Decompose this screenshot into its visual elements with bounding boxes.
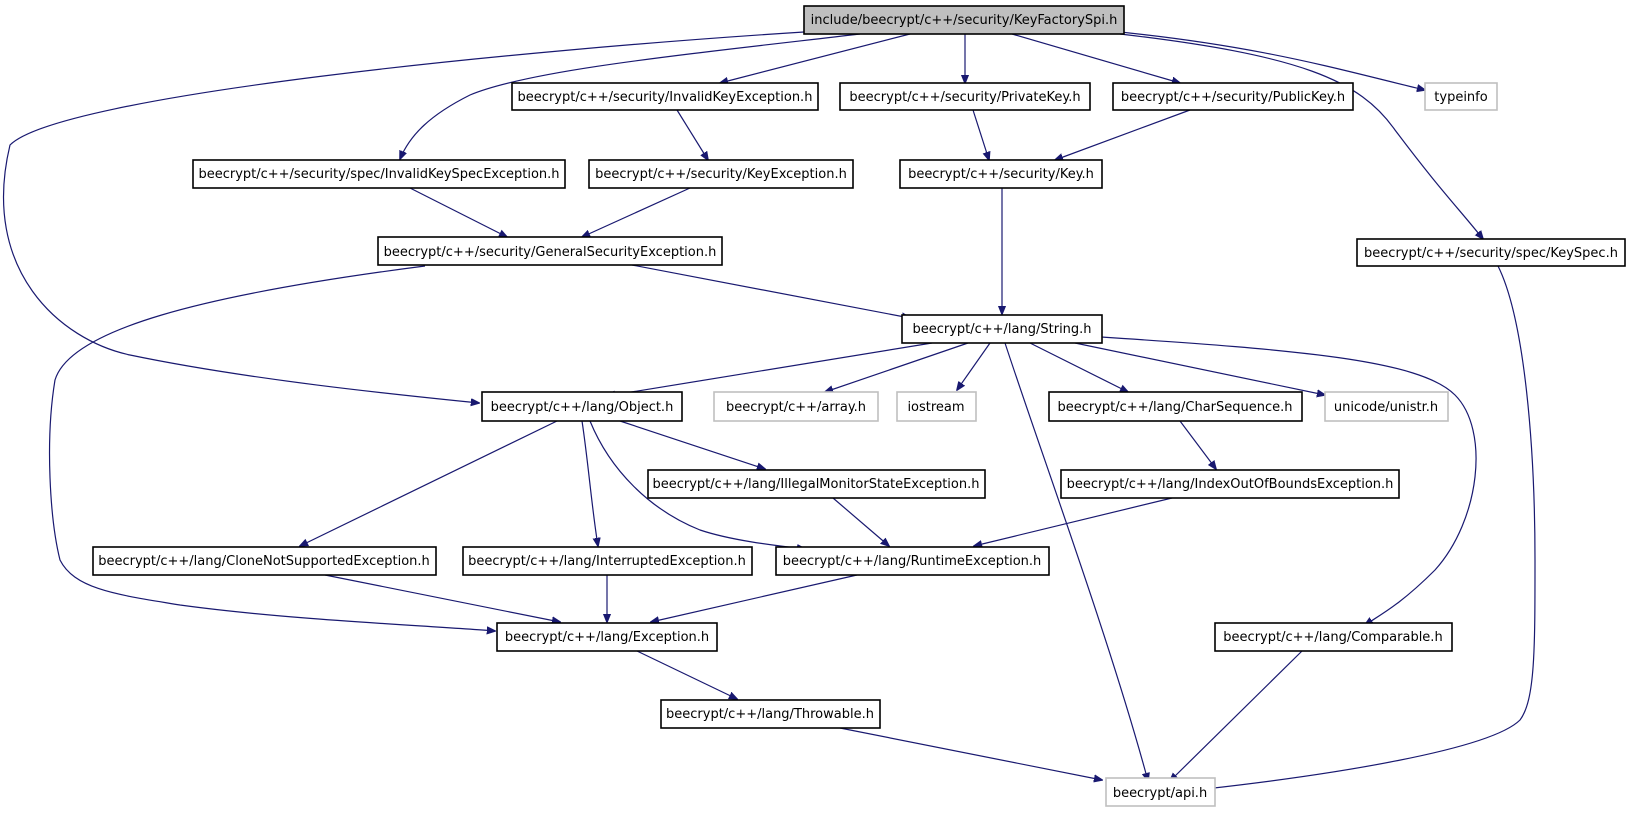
edge-object-to-illegalmonitorstateexception [619, 420, 765, 469]
node-array[interactable]: beecrypt/c++/array.h [713, 391, 879, 422]
node-label: beecrypt/c++/lang/String.h [912, 322, 1091, 337]
edge-keyfactoryspi-to-publickey [1011, 33, 1180, 83]
node-label: beecrypt/c++/security/spec/KeySpec.h [1364, 246, 1618, 261]
edge-object-to-runtimeexception [589, 420, 805, 549]
edge-clonenotsupportedexception-to-exception [324, 574, 560, 622]
node-label: beecrypt/c++/lang/Throwable.h [666, 707, 874, 722]
dependency-edges [3, 29, 1536, 789]
edge-generalsecurityexception-to-exception [48, 265, 495, 631]
edge-charsequence-to-indexoutofboundsexception [1179, 420, 1216, 469]
node-exception[interactable]: beecrypt/c++/lang/Exception.h [496, 622, 718, 652]
node-label: beecrypt/c++/array.h [726, 400, 866, 415]
edge-comparable-to-api [1170, 650, 1303, 781]
node-generalsecurityexception[interactable]: beecrypt/c++/security/GeneralSecurityExc… [377, 236, 723, 266]
edge-string-to-iostream [957, 342, 991, 390]
node-iostream[interactable]: iostream [896, 391, 977, 422]
node-throwable[interactable]: beecrypt/c++/lang/Throwable.h [660, 699, 881, 729]
node-runtimeexception[interactable]: beecrypt/c++/lang/RuntimeException.h [775, 546, 1050, 576]
edge-string-to-unistr [1074, 342, 1325, 395]
node-comparable[interactable]: beecrypt/c++/lang/Comparable.h [1214, 622, 1453, 652]
node-label: unicode/unistr.h [1334, 400, 1438, 415]
node-illegalmonitorstateexception[interactable]: beecrypt/c++/lang/IllegalMonitorStateExc… [647, 469, 986, 499]
node-label: beecrypt/c++/lang/IllegalMonitorStateExc… [653, 477, 980, 492]
node-label: beecrypt/c++/lang/CloneNotSupportedExcep… [98, 554, 430, 569]
edge-illegalmonitorstateexception-to-runtimeexception [832, 497, 889, 546]
dependency-nodes: include/beecrypt/c++/security/KeyFactory… [92, 5, 1626, 807]
node-label: beecrypt/c++/security/spec/InvalidKeySpe… [198, 167, 559, 182]
node-clonenotsupportedexception[interactable]: beecrypt/c++/lang/CloneNotSupportedExcep… [92, 546, 437, 576]
node-label: typeinfo [1434, 90, 1487, 105]
edge-publickey-to-key [1055, 109, 1191, 160]
edge-indexoutofboundsexception-to-runtimeexception [974, 497, 1173, 546]
node-label: beecrypt/c++/security/PublicKey.h [1121, 90, 1345, 105]
edge-exception-to-throwable [636, 650, 737, 699]
edge-string-to-array [825, 342, 969, 392]
node-label: beecrypt/c++/lang/IndexOutOfBoundsExcept… [1067, 477, 1394, 492]
node-label: beecrypt/c++/lang/InterruptedException.h [468, 554, 746, 569]
node-indexoutofboundsexception[interactable]: beecrypt/c++/lang/IndexOutOfBoundsExcept… [1060, 469, 1400, 499]
node-label: iostream [907, 400, 964, 415]
edge-keyexception-to-generalsecurityexception [582, 187, 691, 237]
node-string[interactable]: beecrypt/c++/lang/String.h [901, 314, 1103, 344]
edge-throwable-to-api [839, 727, 1102, 780]
edge-object-to-interruptedexception [581, 420, 598, 546]
edge-keyspec-to-api [1205, 265, 1536, 789]
node-key[interactable]: beecrypt/c++/security/Key.h [899, 159, 1103, 189]
edge-string-to-object [607, 342, 933, 396]
node-object[interactable]: beecrypt/c++/lang/Object.h [481, 391, 683, 422]
node-invalidkeyspecexception[interactable]: beecrypt/c++/security/spec/InvalidKeySpe… [192, 159, 566, 189]
node-label: beecrypt/c++/lang/RuntimeException.h [783, 554, 1042, 569]
edge-keyfactoryspi-to-invalidkeyexception [720, 33, 911, 83]
node-privatekey[interactable]: beecrypt/c++/security/PrivateKey.h [839, 82, 1091, 111]
node-label: beecrypt/c++/lang/CharSequence.h [1057, 400, 1292, 415]
node-typeinfo[interactable]: typeinfo [1424, 82, 1498, 111]
node-label: beecrypt/c++/lang/Exception.h [505, 630, 709, 645]
node-label: beecrypt/c++/security/KeyException.h [595, 167, 847, 182]
edge-invalidkeyexception-to-keyexception [676, 109, 708, 160]
edge-string-to-comparable [1100, 336, 1477, 625]
edge-keyfactoryspi-to-invalidkeyspecexception [400, 33, 861, 159]
node-unistr[interactable]: unicode/unistr.h [1324, 391, 1449, 422]
node-api[interactable]: beecrypt/api.h [1105, 777, 1216, 807]
node-keyexception[interactable]: beecrypt/c++/security/KeyException.h [588, 159, 854, 189]
edge-runtimeexception-to-exception [651, 574, 858, 622]
edge-keyfactoryspi-to-keyspec [1119, 33, 1483, 239]
node-keyspec[interactable]: beecrypt/c++/security/spec/KeySpec.h [1356, 238, 1626, 267]
edge-generalsecurityexception-to-string [631, 264, 910, 318]
node-label: include/beecrypt/c++/security/KeyFactory… [811, 13, 1118, 28]
node-charsequence[interactable]: beecrypt/c++/lang/CharSequence.h [1048, 391, 1303, 422]
node-label: beecrypt/c++/security/Key.h [908, 167, 1094, 182]
node-label: beecrypt/c++/lang/Object.h [491, 400, 674, 415]
node-label: beecrypt/c++/security/InvalidKeyExceptio… [518, 90, 813, 105]
node-label: beecrypt/c++/security/PrivateKey.h [849, 90, 1080, 105]
edge-object-to-clonenotsupportedexception [300, 420, 558, 546]
node-label: beecrypt/c++/lang/Comparable.h [1223, 630, 1442, 645]
edge-string-to-charsequence [1029, 342, 1128, 392]
edge-keyfactoryspi-to-typeinfo [1099, 29, 1425, 90]
edge-keyfactoryspi-to-object [3, 31, 805, 403]
edge-invalidkeyspecexception-to-generalsecurityexception [409, 187, 507, 237]
node-label: beecrypt/c++/security/GeneralSecurityExc… [384, 245, 717, 260]
node-label: beecrypt/api.h [1113, 786, 1207, 801]
node-publickey[interactable]: beecrypt/c++/security/PublicKey.h [1112, 82, 1354, 111]
node-keyfactoryspi[interactable]: include/beecrypt/c++/security/KeyFactory… [803, 5, 1125, 35]
edge-privatekey-to-key [972, 109, 989, 160]
node-invalidkeyexception[interactable]: beecrypt/c++/security/InvalidKeyExceptio… [511, 82, 819, 111]
node-interruptedexception[interactable]: beecrypt/c++/lang/InterruptedException.h [462, 546, 753, 576]
edge-string-to-api [1004, 342, 1148, 781]
